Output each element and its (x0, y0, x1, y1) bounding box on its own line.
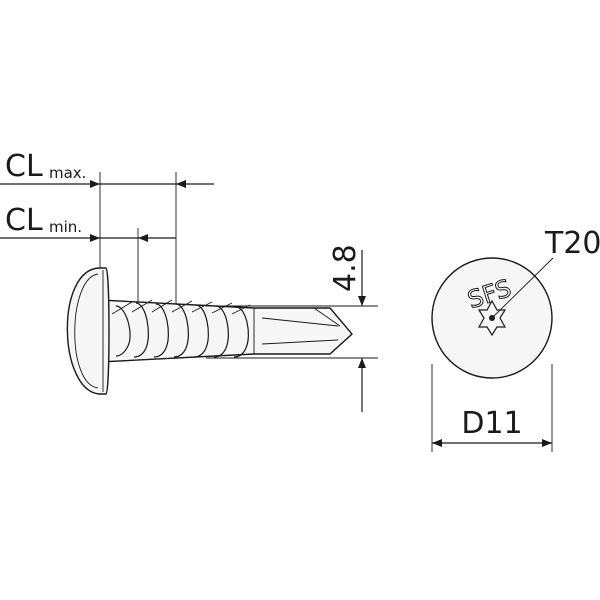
drill-point (253, 307, 341, 354)
head-diameter-label: D11 (461, 406, 522, 441)
thread-crest (233, 306, 249, 358)
cl-max-label: CL (5, 149, 43, 184)
thread-crest (193, 304, 209, 358)
screw-shank (99, 299, 353, 363)
thread-crest (213, 305, 229, 358)
cl-max-sub-label: max. (49, 164, 86, 182)
screw-threads (111, 299, 251, 358)
drill-cutting-edge (313, 307, 341, 327)
drill-flute-line (261, 317, 339, 327)
cl-max-dimension: CL max. (0, 149, 214, 306)
thread-crest (153, 303, 169, 358)
thread-back-edges (111, 299, 251, 315)
screw-head-top-view: SFS T20 (431, 226, 600, 379)
thread-crest (133, 302, 149, 358)
thread-diameter-label: 4.8 (328, 244, 363, 292)
drive-label: T20 (544, 226, 600, 261)
drive-leader-line (491, 257, 554, 319)
cl-min-dimension: CL min. (0, 203, 176, 306)
screw-side-view (66, 267, 353, 395)
thread-crest (115, 305, 131, 357)
head-diameter-dimension: D11 (431, 364, 553, 452)
torx-star-icon (477, 299, 507, 337)
thread-diameter-dimension: 4.8 (206, 244, 378, 412)
thread-crest (173, 303, 189, 358)
screw-head-inner-edge (74, 273, 99, 389)
cl-min-sub-label: min. (49, 218, 82, 236)
cl-min-label: CL (5, 203, 43, 238)
drill-flute-line (261, 339, 339, 345)
